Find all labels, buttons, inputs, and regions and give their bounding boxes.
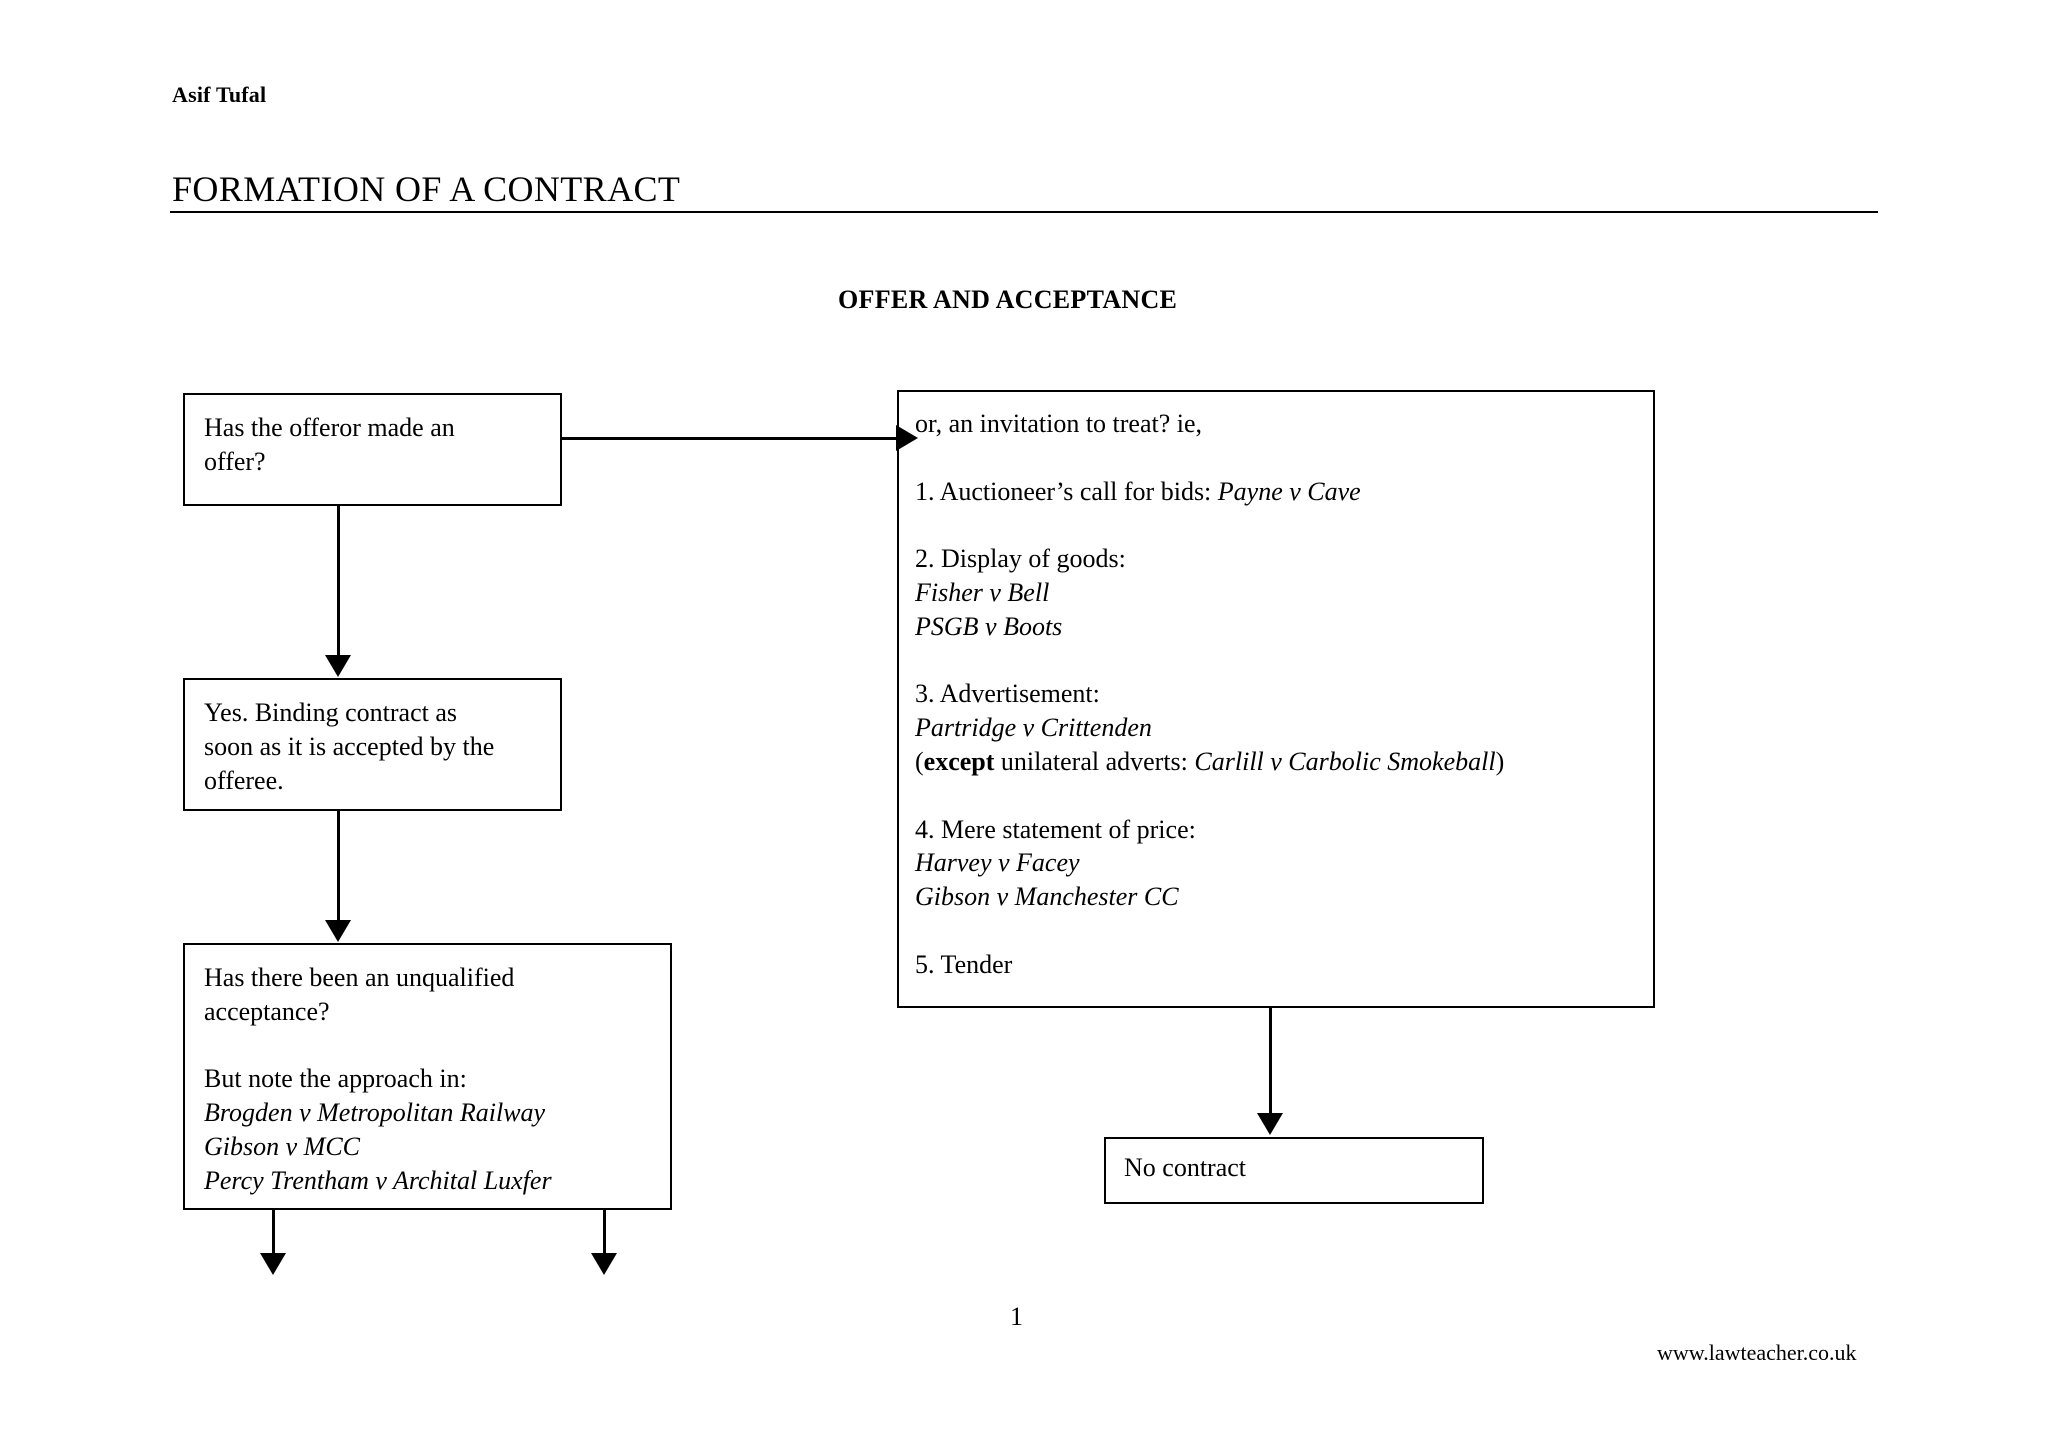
flow-box-binding-line2: soon as it is accepted by the xyxy=(204,731,495,761)
case-citation-partridge-v-crittenden: Partridge v Crittenden xyxy=(915,713,1152,743)
connector-line xyxy=(560,437,900,440)
flow-box-no-contract: No contract xyxy=(1104,1137,1484,1204)
flow-box-binding-line1: Yes. Binding contract as xyxy=(204,698,458,727)
flow-box-binding-contract: Yes. Binding contract as soon as it is a… xyxy=(183,678,562,811)
invitation-item-3-exception: (except unilateral adverts: Carlill v Ca… xyxy=(915,745,1639,779)
case-citation-harvey-v-facey: Harvey v Facey xyxy=(915,848,1080,878)
invitation-intro: or, an invitation to treat? ie, xyxy=(915,409,1203,438)
connector-line xyxy=(337,505,340,657)
connector-line xyxy=(1269,1007,1272,1115)
exception-close-paren: ) xyxy=(1495,746,1505,776)
exception-text: unilateral adverts: xyxy=(994,746,1195,776)
page-title: FORMATION OF A CONTRACT xyxy=(172,169,681,209)
case-citation-brogden: Brogden v Metropolitan Railway xyxy=(204,1098,546,1128)
case-citation-psgb-v-boots: PSGB v Boots xyxy=(915,611,1063,641)
exception-keyword: except xyxy=(923,746,995,776)
invitation-item-1: 1. Auctioneer’s call for bids: Payne v C… xyxy=(915,475,1639,509)
arrow-head-down-icon xyxy=(260,1253,286,1275)
arrow-head-down-icon xyxy=(325,655,351,677)
invitation-item-5-label: 5. Tender xyxy=(915,949,1013,979)
flow-box-unqualified-acceptance: Has there been an unqualified acceptance… xyxy=(183,943,672,1210)
flow-box-binding-line3: offeree. xyxy=(204,765,284,795)
case-citation-gibson-mcc: Gibson v MCC xyxy=(204,1131,360,1161)
flow-box-acceptance-note: But note the approach in: xyxy=(204,1064,467,1094)
flow-box-offer-line1: Has the offeror made an xyxy=(204,413,455,442)
connector-line xyxy=(337,810,340,922)
arrow-head-down-icon xyxy=(325,920,351,942)
invitation-item-1-label: 1. Auctioneer’s call for bids: xyxy=(915,476,1218,506)
author-name: Asif Tufal xyxy=(172,82,267,107)
case-citation-carlill-v-carbolic: Carlill v Carbolic Smokeball xyxy=(1194,746,1496,776)
arrow-head-right-icon xyxy=(896,425,918,451)
flow-box-offer: Has the offeror made an offer? xyxy=(183,393,562,506)
flow-box-invitation-to-treat: or, an invitation to treat? ie, 1. Aucti… xyxy=(897,390,1655,1008)
flow-box-acceptance-line2: acceptance? xyxy=(204,996,330,1026)
flow-box-acceptance-line1: Has there been an unqualified xyxy=(204,963,515,992)
flow-box-no-contract-label: No contract xyxy=(1124,1153,1247,1182)
invitation-item-3-label: 3. Advertisement: xyxy=(915,679,1100,709)
site-url: www.lawteacher.co.uk xyxy=(1657,1340,1857,1365)
title-divider xyxy=(170,211,1878,213)
invitation-item-2-label: 2. Display of goods: xyxy=(915,544,1126,574)
connector-line xyxy=(272,1209,275,1255)
case-citation-payne-v-cave: Payne v Cave xyxy=(1217,476,1361,506)
invitation-item-4-label: 4. Mere statement of price: xyxy=(915,814,1196,844)
case-citation-fisher-v-bell: Fisher v Bell xyxy=(915,577,1050,607)
arrow-head-down-icon xyxy=(591,1253,617,1275)
exception-open-paren: ( xyxy=(915,746,924,776)
flow-box-offer-line2: offer? xyxy=(204,446,266,476)
connector-line xyxy=(603,1209,606,1255)
page-number: 1 xyxy=(1010,1302,1023,1331)
case-citation-gibson-v-manchester: Gibson v Manchester CC xyxy=(915,882,1179,912)
arrow-head-down-icon xyxy=(1257,1113,1283,1135)
section-subtitle: OFFER AND ACCEPTANCE xyxy=(838,285,1178,314)
case-citation-percy-trentham: Percy Trentham v Archital Luxfer xyxy=(204,1165,552,1195)
